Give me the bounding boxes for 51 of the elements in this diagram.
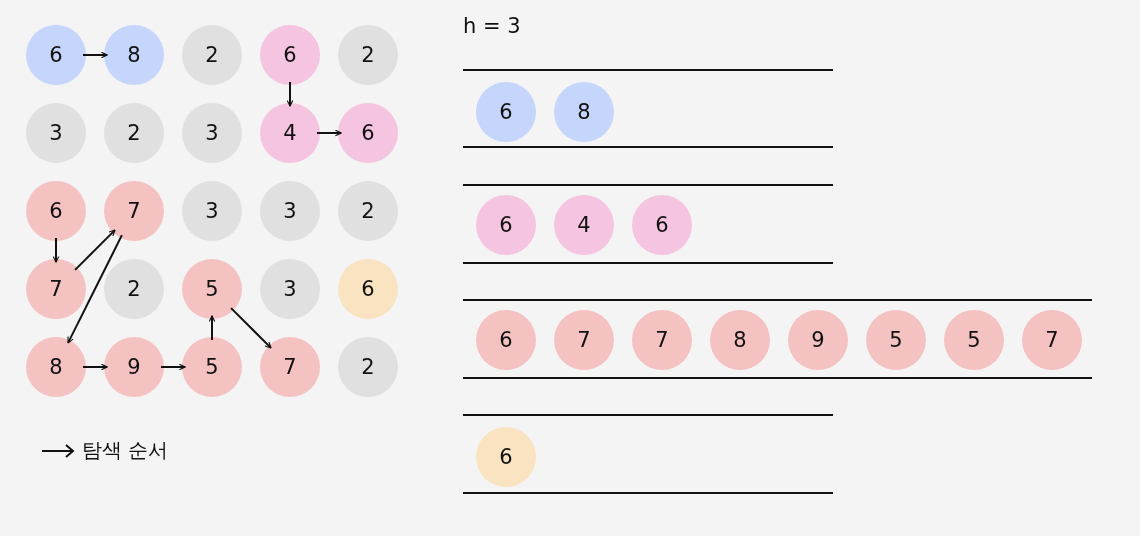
arrow xyxy=(208,315,216,341)
arrow xyxy=(82,51,108,59)
number-circle: 6 xyxy=(338,259,398,319)
number-circle: 2 xyxy=(338,25,398,85)
number-circle: 6 xyxy=(476,195,536,255)
number-circle: 3 xyxy=(182,103,242,163)
number-circle: 2 xyxy=(104,259,164,319)
arrow xyxy=(286,81,294,107)
number-circle: 9 xyxy=(788,310,848,370)
arrow xyxy=(160,363,186,371)
number-circle: 3 xyxy=(26,103,86,163)
number-circle: 7 xyxy=(554,310,614,370)
number-circle: 6 xyxy=(338,103,398,163)
number-circle: 8 xyxy=(710,310,770,370)
number-circle: 2 xyxy=(182,25,242,85)
number-circle: 3 xyxy=(182,181,242,241)
number-circle: 2 xyxy=(338,181,398,241)
number-circle: 7 xyxy=(632,310,692,370)
number-circle: 3 xyxy=(260,181,320,241)
number-circle: 6 xyxy=(476,82,536,142)
height-label: h = 3 xyxy=(463,14,521,38)
number-circle: 6 xyxy=(260,25,320,85)
number-circle: 7 xyxy=(26,259,86,319)
arrow xyxy=(74,229,116,271)
number-circle: 5 xyxy=(182,337,242,397)
number-circle: 4 xyxy=(260,103,320,163)
number-circle: 2 xyxy=(338,337,398,397)
number-circle: 6 xyxy=(476,427,536,487)
number-circle: 7 xyxy=(104,181,164,241)
legend-text: 탐색 순서 xyxy=(82,437,169,464)
arrow xyxy=(52,237,60,263)
number-circle: 7 xyxy=(260,337,320,397)
arrow xyxy=(82,363,108,371)
number-circle: 7 xyxy=(1022,310,1082,370)
number-circle: 5 xyxy=(866,310,926,370)
arrow xyxy=(67,234,123,344)
number-circle: 8 xyxy=(104,25,164,85)
number-circle: 6 xyxy=(476,310,536,370)
number-circle: 8 xyxy=(26,337,86,397)
number-circle: 6 xyxy=(632,195,692,255)
number-circle: 3 xyxy=(260,259,320,319)
number-circle: 8 xyxy=(554,82,614,142)
number-circle: 4 xyxy=(554,195,614,255)
arrow xyxy=(230,307,272,349)
number-circle: 2 xyxy=(104,103,164,163)
number-circle: 6 xyxy=(26,181,86,241)
number-circle: 5 xyxy=(182,259,242,319)
arrow xyxy=(316,129,342,137)
number-circle: 9 xyxy=(104,337,164,397)
number-circle: 5 xyxy=(944,310,1004,370)
number-circle: 6 xyxy=(26,25,86,85)
